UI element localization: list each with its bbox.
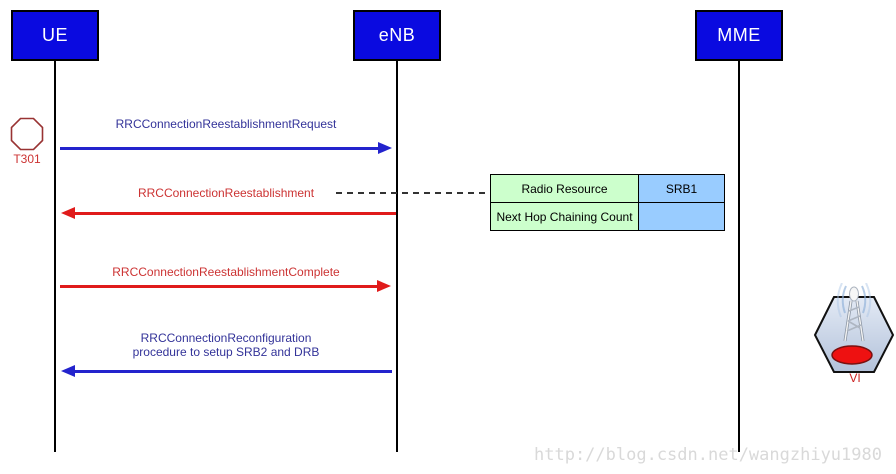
message-label-reconfiguration: RRCConnectionReconfiguration procedure t…	[132, 331, 320, 359]
entity-label-mme: MME	[717, 25, 761, 45]
message-arrow-3	[60, 285, 378, 288]
table-row: Next Hop Chaining Count	[490, 202, 725, 231]
arrowhead-right-icon	[378, 142, 392, 154]
lifeline-enb	[396, 61, 398, 452]
table-cell-value: SRB1	[638, 174, 725, 203]
entity-box-mme: MME	[695, 10, 783, 61]
entity-box-enb: eNB	[353, 10, 441, 61]
lifeline-mme	[738, 61, 740, 452]
message-arrow-2	[74, 212, 396, 215]
timer-label: T301	[13, 152, 41, 166]
table-cell-value	[638, 202, 725, 231]
table-cell-param: Radio Resource	[490, 174, 639, 203]
watermark-text: http://blog.csdn.net/wangzhiyu1980	[534, 445, 882, 465]
message-label-reestablishment: RRCConnectionReestablishment	[137, 186, 315, 200]
message-parameter-table: Radio Resource SRB1 Next Hop Chaining Co…	[490, 174, 725, 231]
entity-box-ue: UE	[11, 10, 99, 61]
message-arrow-1	[60, 147, 379, 150]
table-row: Radio Resource SRB1	[490, 174, 725, 203]
message-label-reestablishment-complete: RRCConnectionReestablishmentComplete	[112, 265, 340, 279]
logo-caption: VI	[849, 371, 860, 385]
dashed-connector-line	[336, 192, 491, 194]
arrowhead-left-icon	[61, 207, 75, 219]
message-label-reestablishment-request: RRCConnectionReestablishmentRequest	[115, 117, 337, 131]
entity-label-enb: eNB	[378, 25, 416, 45]
table-cell-param: Next Hop Chaining Count	[490, 202, 639, 231]
antenna-logo-icon: VI	[813, 283, 895, 385]
lifeline-ue	[54, 61, 56, 452]
entity-label-ue: UE	[41, 25, 68, 45]
arrowhead-left-icon	[61, 365, 75, 377]
timer-octagon-icon	[10, 117, 44, 151]
message-arrow-4	[74, 370, 392, 373]
arrowhead-right-icon	[377, 280, 391, 292]
